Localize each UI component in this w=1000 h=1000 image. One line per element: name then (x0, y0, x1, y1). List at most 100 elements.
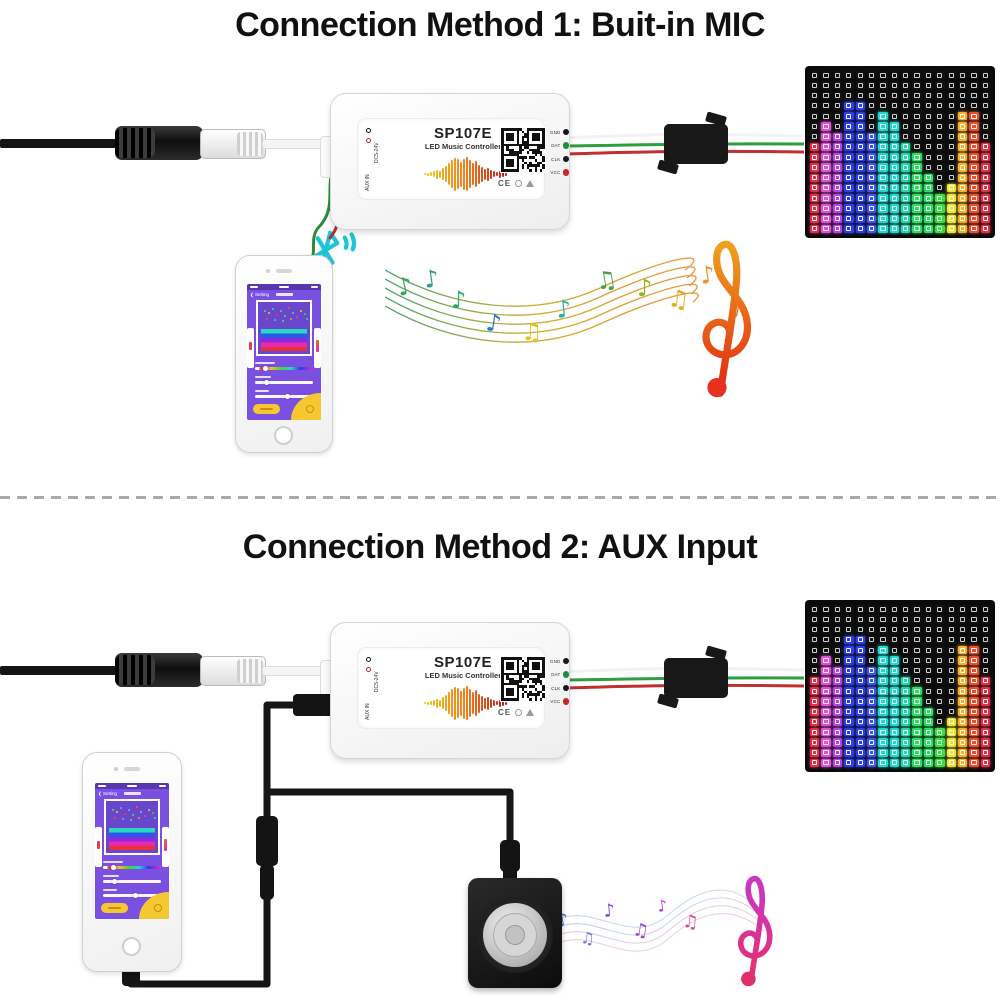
waveform-bar (501, 171, 504, 177)
waveform-bar (462, 687, 465, 719)
led-cell (855, 717, 865, 726)
color-slider[interactable] (255, 367, 313, 370)
led-cell (878, 748, 888, 757)
led-cell (980, 81, 990, 90)
led-cell (935, 91, 945, 100)
led-data-wires (557, 645, 805, 709)
waveform-bar (456, 159, 459, 189)
led-cell (832, 224, 843, 233)
home-button[interactable] (122, 937, 141, 956)
led-chip (959, 627, 966, 633)
led-chip (891, 175, 897, 181)
led-chip (868, 93, 875, 99)
led-cell (866, 738, 877, 747)
led-cell (912, 122, 922, 131)
led-cell (878, 183, 888, 192)
led-chip (914, 606, 920, 612)
led-chip (857, 144, 863, 150)
led-chip (914, 709, 920, 715)
svg-text:♫: ♫ (580, 928, 596, 948)
qr-module (539, 690, 543, 694)
led-chip (823, 657, 829, 663)
carousel-card-left[interactable] (95, 827, 102, 867)
led-cell (923, 625, 934, 634)
qr-module (508, 133, 512, 136)
qr-module (532, 685, 535, 689)
home-button[interactable] (274, 426, 293, 445)
carousel-card-right[interactable] (314, 328, 321, 368)
led-chip (971, 154, 977, 160)
led-chip (846, 216, 852, 222)
qr-module (501, 682, 504, 686)
led-cell (889, 728, 899, 737)
led-cell (923, 91, 934, 100)
brightness-slider[interactable] (103, 880, 161, 883)
splitter-jack-left (256, 816, 278, 866)
qr-module (532, 138, 535, 141)
led-cell (969, 101, 979, 110)
cert-circle-mark (515, 709, 523, 716)
led-cell (957, 122, 968, 131)
led-cell (832, 707, 843, 716)
back-button[interactable]: ❮ Setting (250, 292, 269, 298)
led-cell (878, 91, 888, 100)
led-cell (957, 758, 968, 767)
led-cell (923, 112, 934, 121)
led-chip (959, 688, 966, 694)
led-cell (980, 738, 990, 747)
led-chip (959, 616, 966, 622)
led-chip (891, 709, 897, 715)
led-chip (891, 616, 897, 622)
led-chip (868, 134, 875, 140)
led-chip (857, 103, 863, 109)
qr-module (542, 659, 545, 663)
led-cell (878, 122, 888, 131)
led-cell (821, 71, 831, 80)
led-cell (980, 142, 990, 151)
led-chip (846, 657, 852, 663)
led-cell (810, 697, 820, 706)
led-chip (959, 647, 966, 653)
led-chip (868, 144, 875, 150)
speed-slider[interactable] (255, 395, 313, 398)
ce-mark: CE (498, 708, 512, 717)
brightness-slider[interactable] (255, 381, 313, 384)
led-cell (889, 163, 899, 172)
carousel-card-right[interactable] (162, 827, 169, 867)
color-slider-thumb[interactable] (111, 865, 116, 870)
controller-subtitle: LED Music Controller (424, 671, 502, 680)
led-chip (925, 637, 932, 643)
led-chip (959, 657, 966, 663)
waveform-bar (447, 692, 450, 714)
led-cell (844, 758, 854, 767)
led-cell (957, 101, 968, 110)
led-chip (880, 123, 886, 129)
pin-label: VCC (550, 699, 561, 704)
app-action-button[interactable] (101, 903, 128, 913)
led-cell (844, 635, 854, 644)
carousel-card-left[interactable] (247, 328, 254, 368)
speed-slider[interactable] (103, 894, 161, 897)
speed-slider-thumb[interactable] (285, 394, 290, 399)
brightness-slider-thumb[interactable] (264, 380, 269, 385)
led-chip (868, 647, 875, 653)
color-slider-thumb[interactable] (263, 366, 268, 371)
led-chip (925, 668, 932, 674)
color-slider[interactable] (103, 866, 161, 869)
app-action-button[interactable] (253, 404, 280, 414)
led-cell (923, 615, 934, 624)
qr-module (534, 143, 538, 147)
controller-model: SP107E (433, 654, 493, 671)
brightness-slider-thumb[interactable] (112, 879, 117, 884)
qr-module (534, 164, 538, 167)
led-cell (957, 676, 968, 685)
speed-slider-thumb[interactable] (133, 893, 138, 898)
back-button[interactable]: ❮ Setting (98, 791, 117, 797)
led-chip (834, 123, 841, 129)
led-chip (857, 719, 863, 725)
qr-module (501, 695, 504, 699)
led-chip (914, 154, 920, 160)
qr-module (526, 143, 530, 147)
led-chip (846, 647, 852, 653)
